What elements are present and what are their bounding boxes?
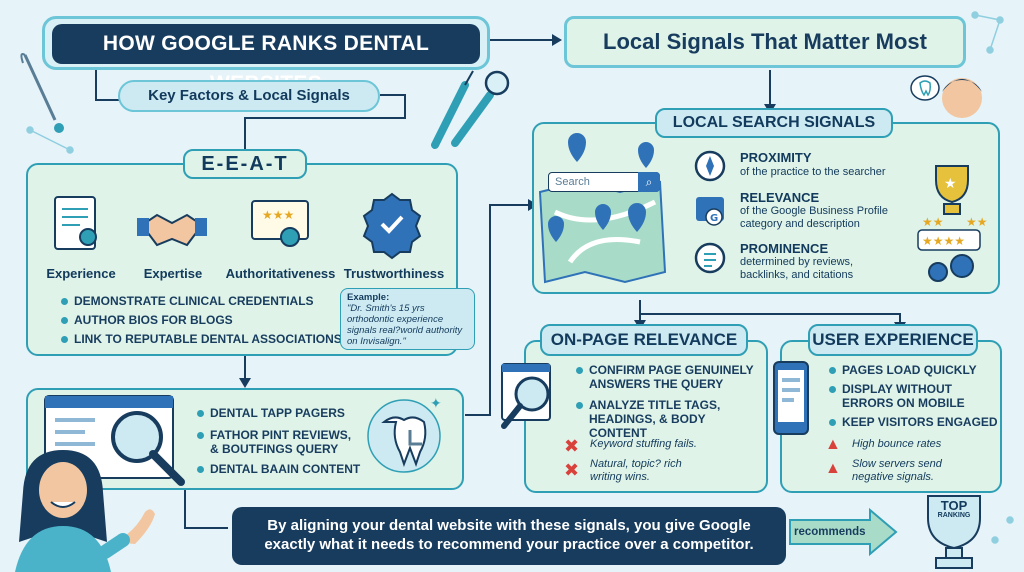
ux-heading: USER EXPERIENCE (812, 330, 974, 349)
rating-gears-icon: ★★★★ (917, 229, 981, 282)
svg-text:✦: ✦ (430, 396, 442, 412)
svg-text:★: ★ (944, 176, 957, 192)
citations-icon (694, 242, 726, 274)
content-bullet: DENTAL TAPP PAGERS (197, 406, 345, 420)
signal-desc: of the Google Business Profile category … (740, 205, 888, 230)
content-bullet: FATHOR PINT REVIEWS, & BOUTFINGS QUERY (197, 428, 360, 456)
search-icon[interactable]: ⌕ (638, 172, 660, 192)
trophy-stars-icon: ★ ★★ ★★ (922, 165, 988, 229)
local-search-heading: LOCAL SEARCH SIGNALS (672, 114, 876, 131)
map-search-bar[interactable]: Search (548, 172, 660, 192)
eeat-heading-box: E-E-A-T (183, 149, 307, 179)
business-profile-icon: G (696, 197, 724, 226)
onpage-heading: ON-PAGE RELEVANCE (550, 330, 738, 349)
eeat-label-expertise: Expertise (143, 266, 203, 281)
eeat-label-experience: Experience (46, 266, 116, 281)
local-title: Local Signals That Matter Most (603, 29, 927, 54)
signal-desc: determined by reviews, backlinks, and ci… (740, 256, 854, 281)
eeat-label-authoritativeness: Authoritativeness (225, 266, 336, 281)
local-title-box: Local Signals That Matter Most (564, 16, 966, 68)
svg-text:★★★: ★★★ (262, 208, 294, 222)
mobile-phone-icon (773, 361, 809, 435)
onpage-note: Natural, topic? rich writing wins. (590, 458, 682, 483)
subtitle: Key Factors & Local Signals (148, 87, 350, 104)
local-search-heading-box: LOCAL SEARCH SIGNALS (655, 108, 893, 138)
title-inner: HOW GOOGLE RANKS DENTAL WEBSITES (52, 24, 480, 95)
x-icon: ✖ (564, 436, 580, 456)
signal-title: PROMINENCE (740, 241, 829, 256)
content-bullet: DENTAL BAAIN CONTENT (196, 462, 361, 476)
bottom-text: By aligning your dental website with the… (264, 517, 754, 553)
dental-tools-icon (20, 53, 64, 133)
certificate-icon (54, 196, 97, 250)
svg-text:G: G (710, 213, 718, 224)
onpage-bullet: CONFIRM PAGE GENUINELY ANSWERS THE QUERY (576, 363, 759, 391)
warning-icon: ▲ (825, 460, 841, 477)
bottom-summary: By aligning your dental website with the… (232, 507, 786, 565)
compass-icon (694, 150, 726, 182)
trophy-sub-label: RANKING (937, 512, 971, 519)
tooth-icon: ✦ (367, 396, 442, 473)
top-ranking-trophy-icon (927, 495, 981, 569)
search-placeholder: Search (555, 176, 590, 188)
recommends-label: recommends (794, 526, 866, 538)
subtitle-pill: Key Factors & Local Signals (118, 80, 380, 112)
x-icon: ✖ (564, 460, 580, 480)
award-certificate-icon: ★★★ (251, 200, 309, 247)
ux-panel (780, 340, 1002, 493)
signal-desc: of the practice to the searcher (740, 166, 886, 178)
signal-title: PROXIMITY (740, 150, 812, 165)
ux-warning: Slow servers send negative signals. (852, 458, 942, 483)
eeat-bullet: LINK TO REPUTABLE DENTAL ASSOCIATIONS (61, 332, 342, 346)
onpage-note: Keyword stuffing fails. (590, 438, 697, 450)
svg-text:★★★★: ★★★★ (922, 234, 965, 248)
warning-icon: ▲ (825, 436, 841, 453)
eeat-heading: E-E-A-T (201, 153, 289, 175)
example-label: Example: (347, 292, 390, 303)
ux-heading-box: USER EXPERIENCE (808, 324, 978, 356)
svg-text:★★: ★★ (922, 215, 944, 229)
onpage-heading-box: ON-PAGE RELEVANCE (540, 324, 748, 356)
eeat-bullet: AUTHOR BIOS FOR BLOGS (61, 313, 233, 327)
eeat-bullet: DEMONSTRATE CLINICAL CREDENTIALS (61, 294, 314, 308)
map-icon (538, 133, 667, 284)
signal-title: RELEVANCE (740, 190, 820, 205)
ux-bullet: PAGES LOAD QUICKLY (829, 363, 977, 377)
recommends-arrow (789, 507, 898, 557)
eeat-label-trustworthiness: Trustworthiness (343, 266, 445, 281)
trophy-top-label: TOP (940, 498, 968, 513)
mirror-tool-icon (431, 70, 510, 149)
dentist-woman-icon (15, 450, 155, 572)
trust-badge-icon (362, 192, 422, 260)
handshake-icon (137, 213, 207, 247)
example-text: "Dr. Smith's 15 yrs orthodontic experien… (347, 303, 463, 347)
svg-text:★★: ★★ (966, 215, 988, 229)
example-callout: Example: "Dr. Smith's 15 yrs orthodontic… (340, 288, 475, 350)
ux-warning: High bounce rates (852, 438, 942, 450)
onpage-bullet: ANALYZE TITLE TAGS, HEADINGS, & BODY CON… (576, 398, 759, 440)
ux-bullet: KEEP VISITORS ENGAGED (829, 415, 998, 429)
page-magnifier-icon (501, 363, 551, 429)
ux-bullet: DISPLAY WITHOUT ERRORS ON MOBILE (829, 382, 972, 410)
